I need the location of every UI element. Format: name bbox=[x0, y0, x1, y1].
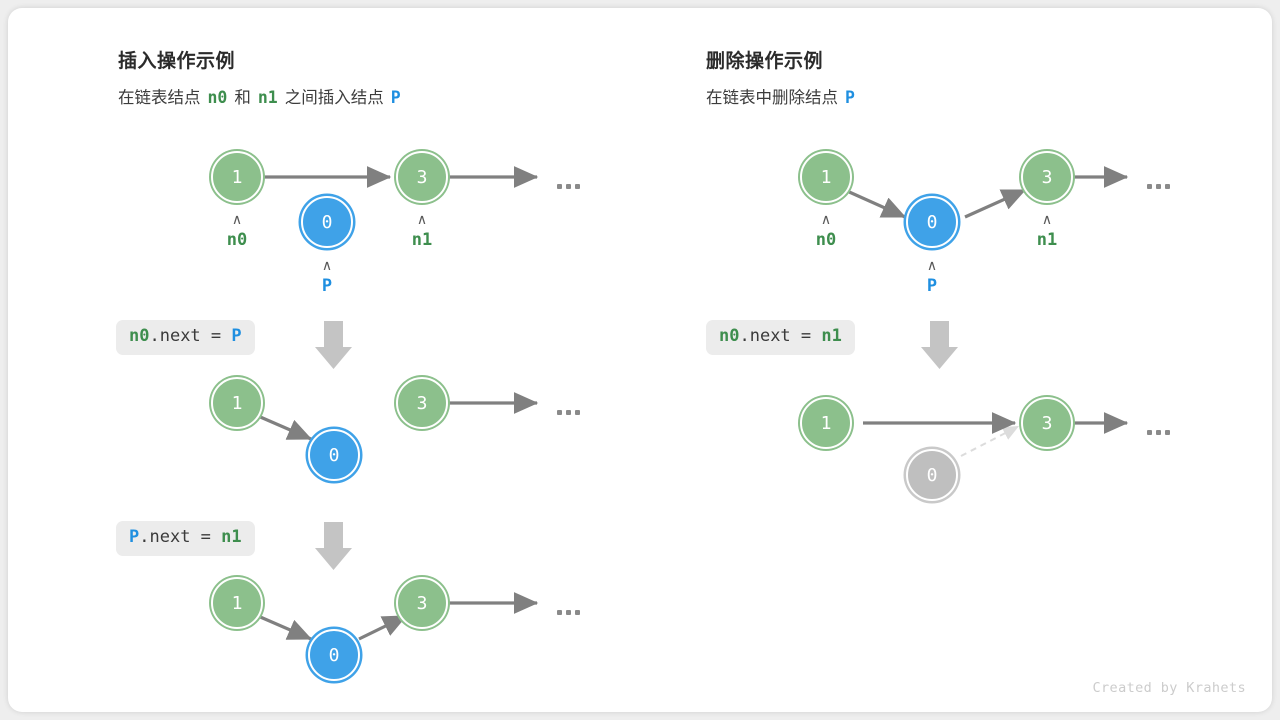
subtitle-ref-p: P bbox=[845, 88, 855, 107]
ellipsis-delete-r2 bbox=[1147, 430, 1170, 435]
subtitle-ref-n1: n1 bbox=[257, 88, 278, 107]
node-insert-r3-n1: 3 bbox=[396, 577, 448, 629]
subtitle-ref-n0: n0 bbox=[207, 88, 228, 107]
credit-text: Created by Krahets bbox=[1092, 680, 1246, 696]
code-rhs: P bbox=[231, 326, 242, 346]
code-mid: .next = bbox=[149, 326, 232, 346]
pointer-label-n1: n1 bbox=[1036, 230, 1058, 250]
node-delete-r1-n0: 1 bbox=[800, 151, 852, 203]
caret-icon: ∧ bbox=[321, 258, 333, 274]
edge-insert-row3-p-n1 bbox=[358, 614, 408, 641]
node-delete-r1-p: 0 bbox=[906, 196, 958, 248]
node-insert-r2-n1: 3 bbox=[396, 377, 448, 429]
pointer-label-n0: n0 bbox=[226, 230, 248, 250]
step-arrow-delete-1 bbox=[921, 321, 958, 369]
panel-delete: 删除操作示例 在链表中删除结点 P bbox=[706, 46, 855, 108]
node-delete-r2-n1: 3 bbox=[1021, 397, 1073, 449]
panel-insert-subtitle: 在链表结点 n0 和 n1 之间插入结点 P bbox=[118, 84, 401, 108]
pointer-insert-r1-n1: ∧ n1 bbox=[392, 212, 452, 250]
subtitle-part-2: 和 bbox=[234, 89, 251, 107]
code-lhs: n0 bbox=[129, 326, 150, 346]
pointer-insert-r1-p: ∧ P bbox=[297, 258, 357, 296]
node-insert-r3-n0: 1 bbox=[211, 577, 263, 629]
edge-insert-row3-n0-p bbox=[257, 614, 313, 641]
code-rhs: n1 bbox=[821, 326, 842, 346]
edge-delete-row2-dashed-p-n1 bbox=[960, 425, 1020, 457]
pointer-delete-r1-n1: ∧ n1 bbox=[1017, 212, 1077, 250]
step-arrow-insert-2 bbox=[315, 522, 352, 570]
ellipsis-insert-r3 bbox=[557, 610, 580, 615]
code-lhs: P bbox=[129, 527, 140, 547]
panel-insert-title: 插入操作示例 bbox=[118, 51, 236, 72]
code-lhs: n0 bbox=[719, 326, 740, 346]
node-insert-r2-p: 0 bbox=[308, 429, 360, 481]
caret-icon: ∧ bbox=[820, 212, 832, 228]
pointer-delete-r1-p: ∧ P bbox=[902, 258, 962, 296]
pointer-delete-r1-n0: ∧ n0 bbox=[796, 212, 856, 250]
pointer-insert-r1-n0: ∧ n0 bbox=[207, 212, 267, 250]
caret-icon: ∧ bbox=[231, 212, 243, 228]
panel-delete-subtitle: 在链表中删除结点 P bbox=[706, 84, 855, 108]
panel-insert: 插入操作示例 在链表结点 n0 和 n1 之间插入结点 P bbox=[118, 46, 401, 108]
ellipsis-insert-r2 bbox=[557, 410, 580, 415]
node-insert-r2-n0: 1 bbox=[211, 377, 263, 429]
node-insert-r1-n1: 3 bbox=[396, 151, 448, 203]
code-chip-insert-step2: P.next = n1 bbox=[116, 521, 255, 556]
pointer-label-p: P bbox=[321, 276, 333, 296]
edge-delete-row1-p-n1 bbox=[964, 188, 1027, 219]
node-delete-r1-n1: 3 bbox=[1021, 151, 1073, 203]
step-arrow-insert-1 bbox=[315, 321, 352, 369]
code-rhs: n1 bbox=[221, 527, 242, 547]
edge-insert-row2-n0-p bbox=[257, 414, 313, 441]
node-delete-r2-removed: 0 bbox=[906, 449, 958, 501]
pointer-label-n0: n0 bbox=[815, 230, 837, 250]
node-delete-r2-n0: 1 bbox=[800, 397, 852, 449]
code-mid: .next = bbox=[139, 527, 222, 547]
ellipsis-delete-r1 bbox=[1147, 184, 1170, 189]
subtitle-part-1: 在链表中删除结点 bbox=[706, 89, 838, 107]
pointer-label-n1: n1 bbox=[411, 230, 433, 250]
pointer-label-p: P bbox=[926, 276, 938, 296]
subtitle-ref-p: P bbox=[390, 88, 401, 107]
node-insert-r1-p: 0 bbox=[301, 196, 353, 248]
edges-layer bbox=[257, 166, 1129, 641]
caret-icon: ∧ bbox=[416, 212, 428, 228]
code-chip-insert-step1: n0.next = P bbox=[116, 320, 255, 355]
code-mid: .next = bbox=[739, 326, 822, 346]
code-chip-delete-step1: n0.next = n1 bbox=[706, 320, 855, 355]
node-insert-r3-p: 0 bbox=[308, 629, 360, 681]
caret-icon: ∧ bbox=[1041, 212, 1053, 228]
node-insert-r1-n0: 1 bbox=[211, 151, 263, 203]
subtitle-part-3: 之间插入结点 bbox=[284, 89, 384, 107]
panel-delete-title: 删除操作示例 bbox=[706, 51, 824, 72]
ellipsis-insert-r1 bbox=[557, 184, 580, 189]
subtitle-part-1: 在链表结点 bbox=[118, 89, 201, 107]
caret-icon: ∧ bbox=[926, 258, 938, 274]
